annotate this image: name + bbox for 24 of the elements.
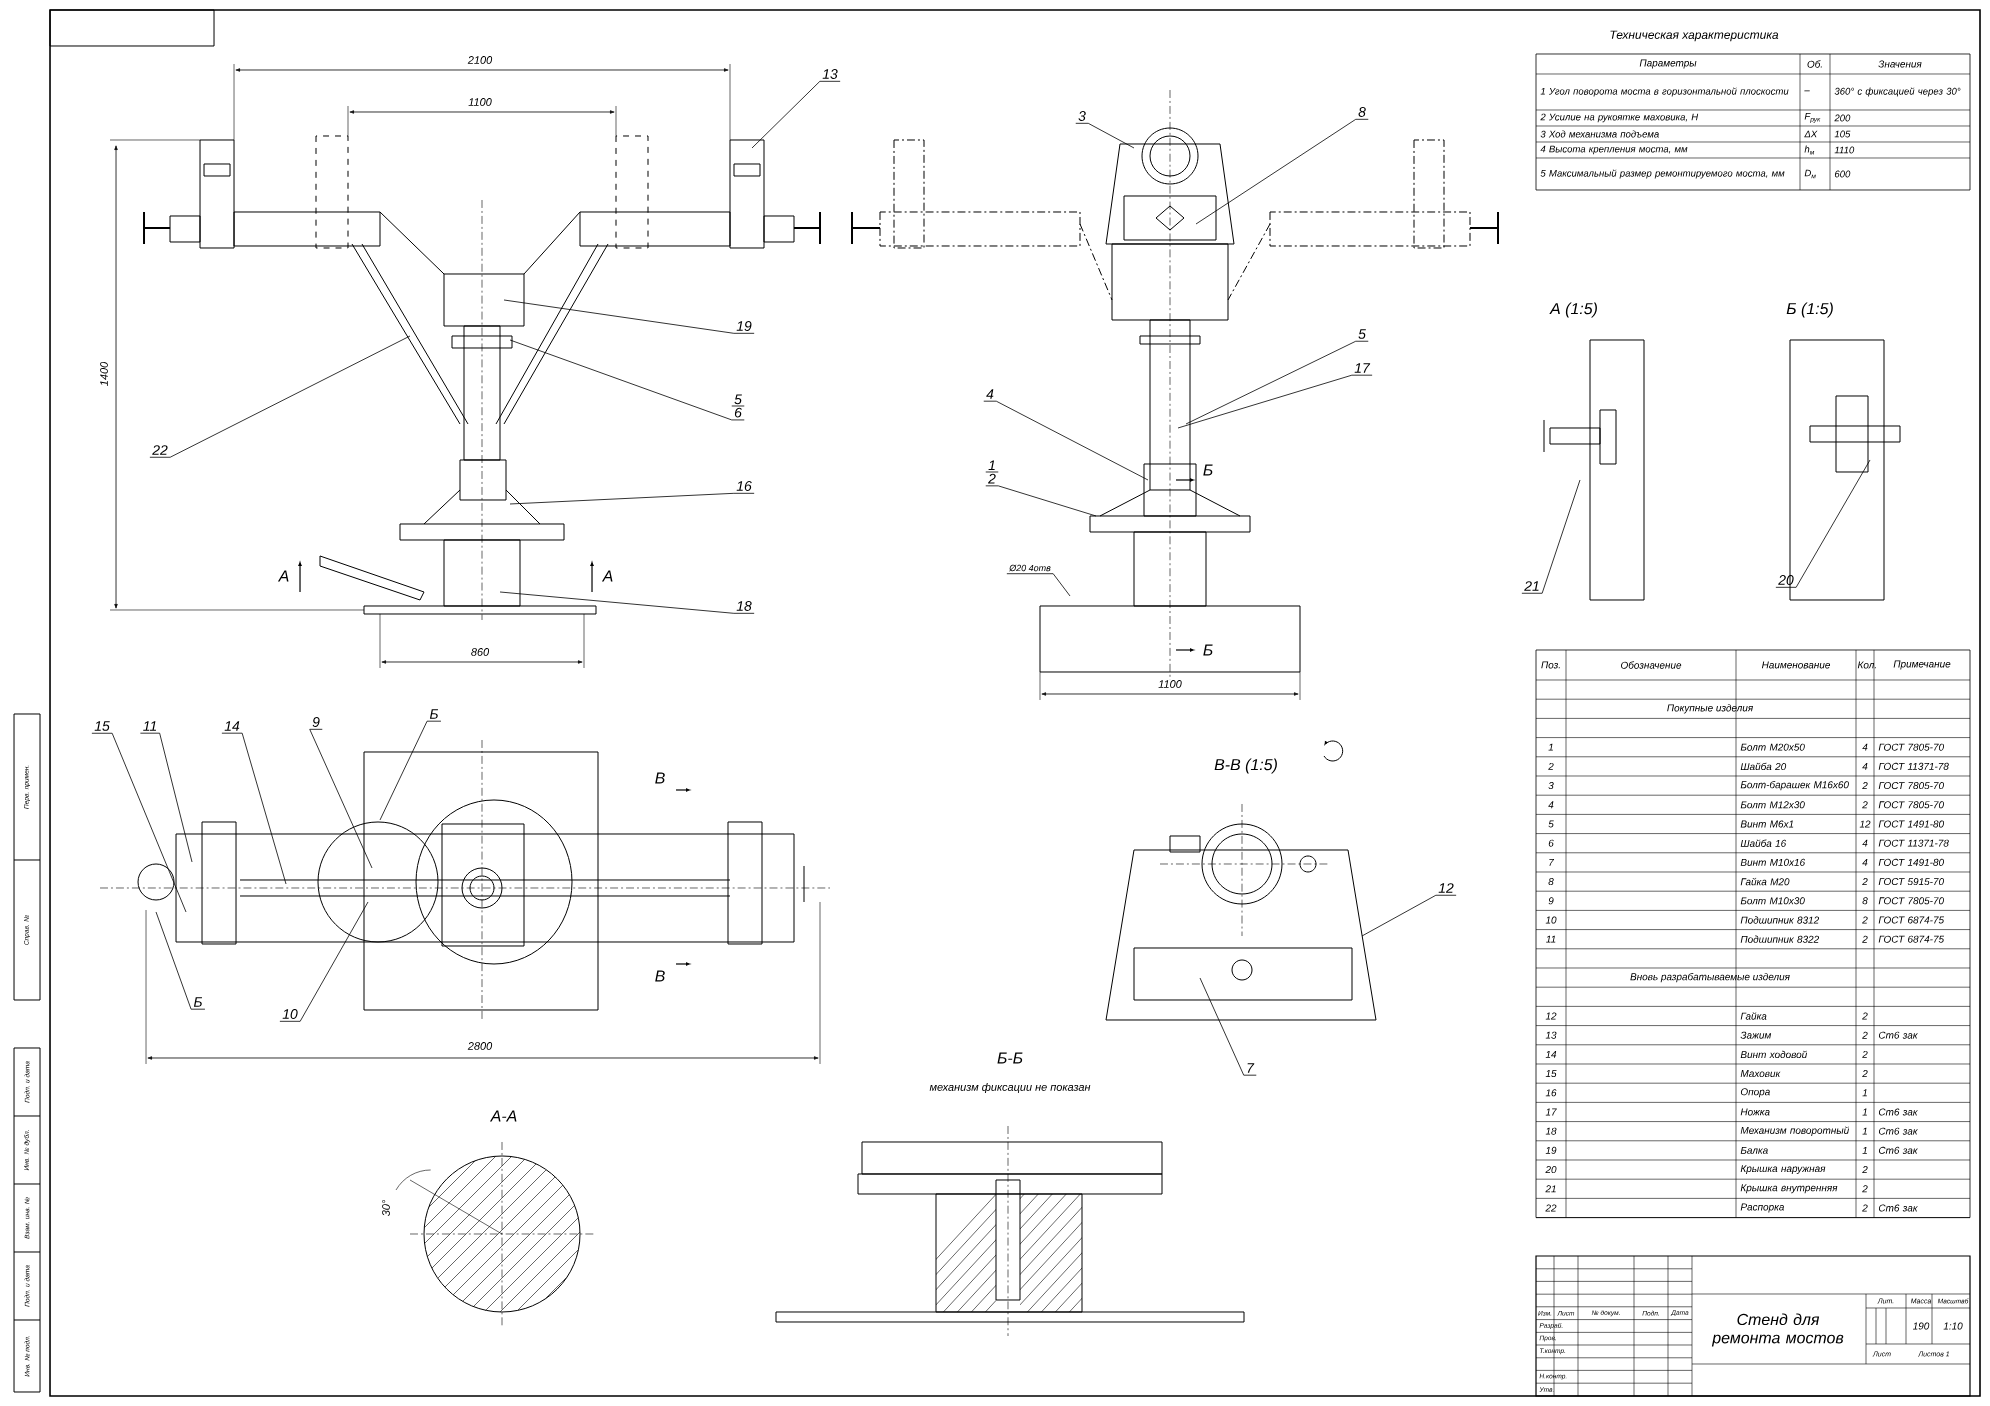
leader-line [379, 720, 428, 821]
leader-line [111, 732, 187, 913]
leader-line [1185, 340, 1357, 425]
leader-line [751, 80, 821, 149]
leader-line [299, 901, 369, 1022]
leader-line [503, 299, 735, 334]
leader-line [1177, 374, 1353, 429]
leader-line [509, 492, 735, 505]
leader-line [309, 728, 373, 869]
leader-line [995, 400, 1149, 481]
leader-line [1361, 894, 1437, 937]
leader-line [509, 339, 733, 421]
leader-line [1195, 118, 1357, 225]
leader-line [1199, 977, 1245, 1076]
leader-line [997, 485, 1097, 517]
leader-line [155, 911, 192, 1010]
leader-line [1795, 459, 1871, 588]
leader-line [241, 732, 287, 885]
leader-line [1087, 122, 1135, 149]
leader-line [499, 591, 735, 614]
leader-line [159, 732, 193, 863]
leader-line [1052, 573, 1071, 597]
leader-line [1541, 479, 1581, 594]
leader-line [169, 335, 411, 458]
